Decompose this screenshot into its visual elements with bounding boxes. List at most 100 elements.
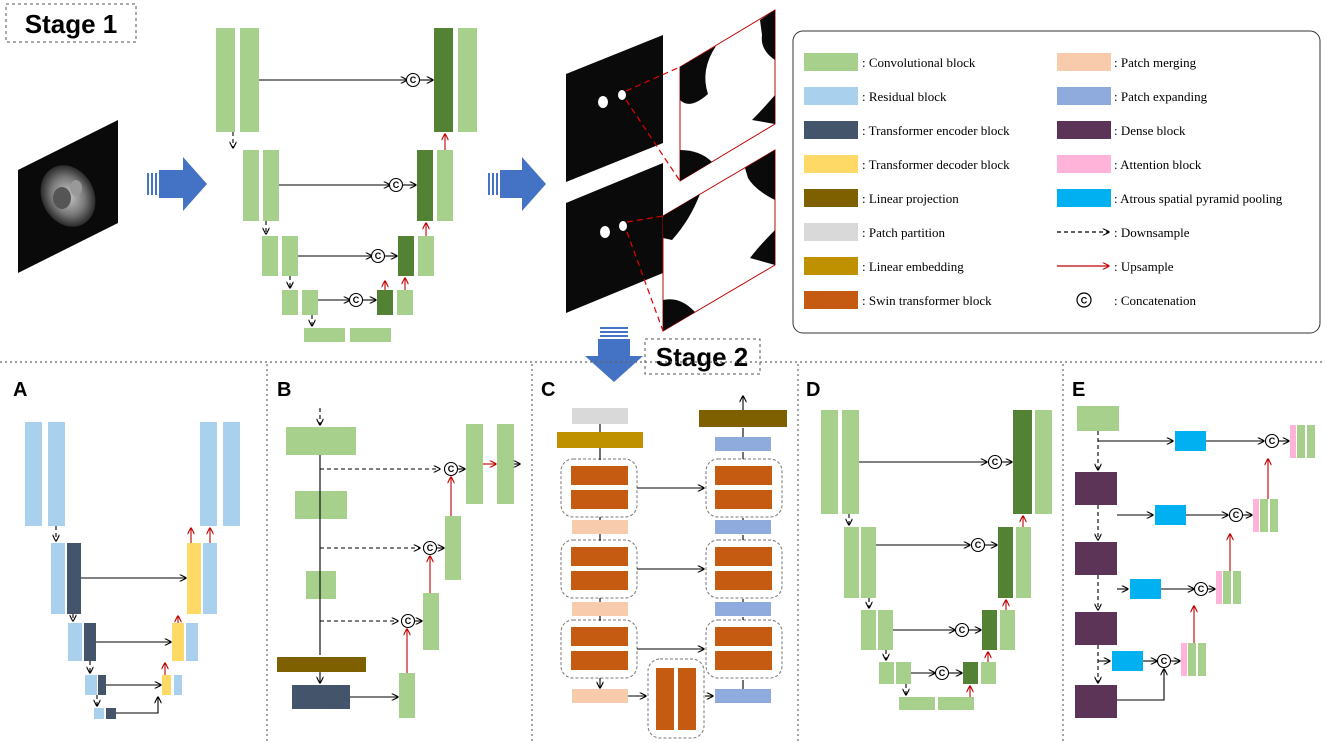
a-enc1-b (48, 422, 65, 526)
legend-item-linemb: : Linear embedding (804, 257, 964, 275)
svg-text:C: C (448, 464, 455, 474)
legend-item-pexp: : Patch expanding (1057, 87, 1208, 105)
concat-icon: C (388, 177, 404, 193)
svg-text:C: C (353, 295, 360, 305)
stage2-label: Stage 2 (644, 338, 761, 375)
s1-enc3-a (262, 236, 278, 276)
s1-enc2-b (263, 150, 279, 221)
connector-skip-95 (1117, 669, 1164, 701)
concat-icon: C (954, 622, 970, 638)
legend-label-tdec: : Transformer decoder block (862, 157, 1010, 172)
legend-item-res: : Residual block (804, 87, 947, 105)
c-pexp4 (715, 689, 771, 703)
concat-icon: C (400, 613, 416, 629)
legend-swatch-pmerge (1057, 53, 1111, 71)
c-linear-embedding (557, 432, 643, 448)
e-aspp3 (1130, 579, 1161, 599)
b-dec2 (445, 516, 461, 580)
connector-skip-23 (116, 697, 158, 714)
e-dec2-b (1270, 499, 1278, 532)
concat-icon: C (1193, 581, 1209, 597)
e-enc1 (1077, 406, 1119, 431)
blue-arrow-input (147, 157, 207, 211)
segmentation-output-top (566, 9, 776, 182)
d-dec4-b (981, 662, 996, 684)
d-bottleneck-b (938, 697, 974, 710)
panel-label-e: E (1072, 379, 1085, 401)
e-dense4 (1075, 685, 1117, 718)
legend-swatch-res (804, 87, 858, 105)
s1-enc4-a (282, 290, 298, 315)
d-dec1-a (1013, 410, 1032, 514)
legend-swatch-pexp (1057, 87, 1111, 105)
concat-icon: C (443, 461, 459, 477)
c-linproj-out (699, 410, 787, 427)
d-bottleneck-a (899, 697, 935, 710)
c-swin1-a (571, 466, 628, 485)
svg-text:Stage 1: Stage 1 (25, 9, 118, 39)
s1-dec2-a (417, 150, 433, 221)
s1-dec3-b (418, 236, 434, 276)
svg-text:C: C (375, 251, 382, 261)
blue-arrow-output (488, 157, 546, 211)
legend-item-pmerge: : Patch merging (1057, 53, 1197, 71)
legend-swatch-linemb (804, 257, 858, 275)
s1-enc1-a (216, 28, 235, 132)
a-dec3-b (186, 623, 198, 661)
legend-item-attn: : Attention block (1057, 155, 1202, 173)
b-enc2 (295, 491, 347, 519)
c-swin3-b (571, 651, 628, 670)
legend-item-ppart: : Patch partition (804, 223, 946, 241)
panel-label-c: C (541, 379, 555, 401)
legend-swatch-dense (1057, 121, 1111, 139)
concat-icon: C (1076, 292, 1092, 308)
a-enc4-a (85, 675, 97, 695)
d-enc4-b (896, 662, 911, 684)
c-swin-bottleneck-a (656, 668, 674, 730)
a-dec1-b (223, 422, 240, 526)
svg-text:C: C (410, 75, 417, 85)
s1-bottleneck-a (304, 328, 345, 342)
b-tenc (292, 685, 350, 709)
legend-item-concat: C: Concatenation (1076, 292, 1196, 308)
concat-icon: C (970, 537, 986, 553)
b-dec4 (399, 673, 415, 718)
concat-icon: C (934, 665, 950, 681)
e-attn4 (1181, 643, 1187, 676)
e-dec3-b (1233, 571, 1241, 604)
concat-icon: C (987, 454, 1003, 470)
legend-label-swin: : Swin transformer block (862, 293, 992, 308)
c-pmerge3 (572, 689, 628, 703)
e-dense2 (1075, 542, 1117, 575)
a-dec2-a (187, 543, 201, 614)
legend-item-conv: : Convolutional block (804, 53, 976, 71)
svg-text:C: C (1233, 510, 1240, 520)
svg-text:C: C (1198, 584, 1205, 594)
legend-label-aspp: : Atrous spatial pyramid pooling (1114, 191, 1283, 206)
legend-item-tenc: : Transformer encoder block (804, 121, 1010, 139)
a-bottleneck-a (94, 708, 104, 719)
panel-separators (0, 361, 1325, 743)
legend-label-linemb: : Linear embedding (862, 259, 964, 274)
legend-item-dense: : Dense block (1057, 121, 1186, 139)
legend-item-linproj: : Linear projection (804, 189, 959, 207)
e-dec4-b (1198, 643, 1206, 676)
e-dense3 (1075, 612, 1117, 645)
svg-text:Stage 2: Stage 2 (656, 342, 749, 372)
svg-text:C: C (959, 625, 966, 635)
legend-label-attn: : Attention block (1114, 157, 1202, 172)
legend-item-swin: : Swin transformer block (804, 291, 992, 309)
s1-dec1-a (434, 28, 453, 132)
panel-label-a: A (13, 379, 27, 401)
legend-item-aspp: : Atrous spatial pyramid pooling (1057, 189, 1283, 207)
e-dec1-a (1297, 425, 1305, 458)
c-pexp1 (715, 437, 771, 451)
svg-text:C: C (427, 543, 434, 553)
b-dec1-b (497, 424, 514, 504)
legend-label-pmerge: : Patch merging (1114, 55, 1197, 70)
d-dec2-a (998, 527, 1013, 598)
d-enc3-b (878, 610, 893, 650)
legend-label-ppart: : Patch partition (862, 225, 946, 240)
svg-text:C: C (939, 668, 946, 678)
c-swin1-b (571, 490, 628, 509)
